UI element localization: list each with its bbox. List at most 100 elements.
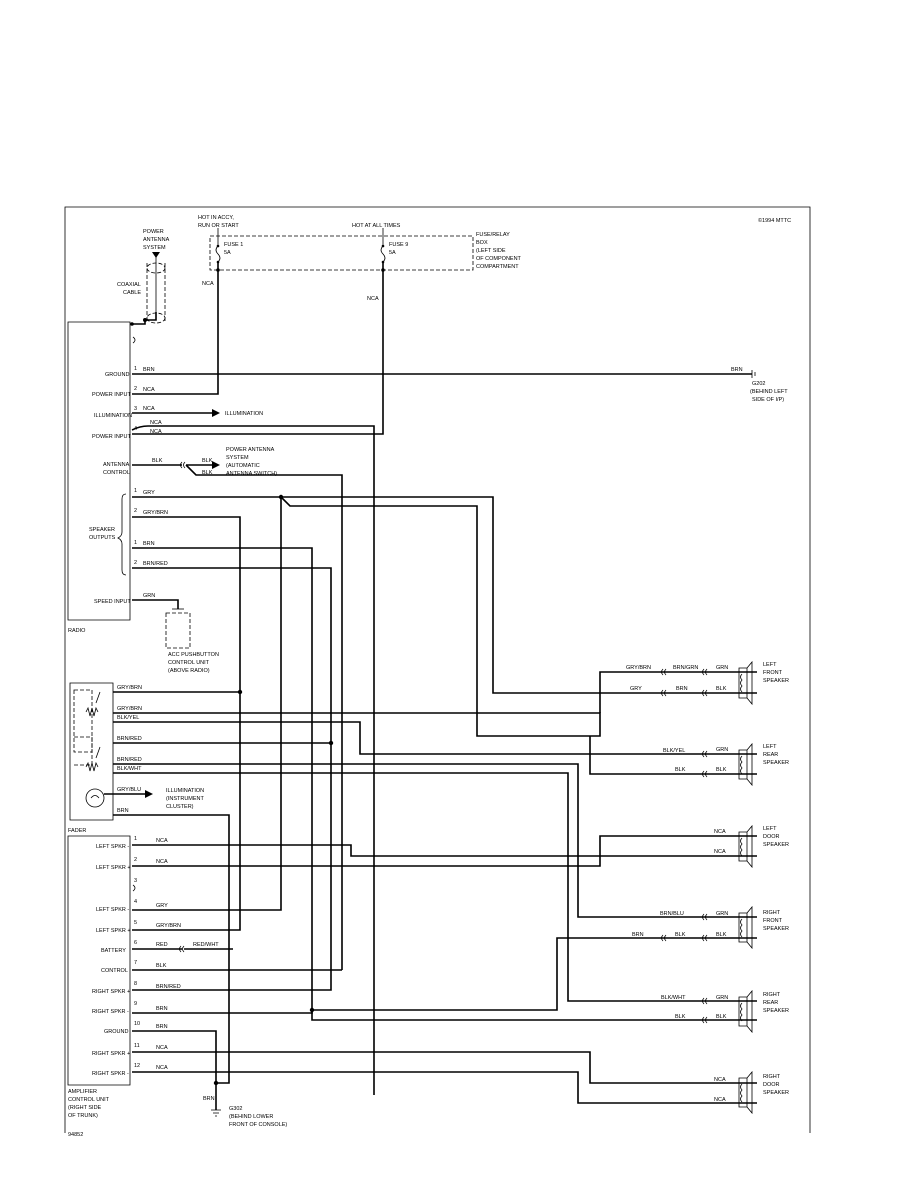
svg-text:NCA: NCA: [714, 849, 726, 855]
svg-text:RED: RED: [156, 942, 168, 948]
wire-radio-speed: [132, 599, 179, 609]
diagram-frame: [64, 206, 811, 1133]
svg-text:SYSTEM: SYSTEM: [226, 455, 249, 461]
svg-text:BLK: BLK: [202, 470, 213, 476]
svg-text:ILLUMINATION: ILLUMINATION: [225, 411, 263, 417]
svg-text:BRN: BRN: [156, 1024, 168, 1030]
svg-text:NCA: NCA: [714, 1097, 726, 1103]
wire-fader-blkwht: [113, 772, 663, 1002]
svg-text:DOOR: DOOR: [763, 1082, 780, 1088]
svg-text:(BEHIND LEFT: (BEHIND LEFT: [750, 389, 788, 395]
svg-text:BRN: BRN: [676, 686, 688, 692]
svg-text:BLK: BLK: [675, 932, 686, 938]
power-antenna-system: POWER ANTENNA SYSTEM COAXIAL CABLE: [117, 229, 170, 324]
svg-text:BOX: BOX: [476, 240, 488, 246]
svg-text:LEFT SPKR -: LEFT SPKR -: [96, 907, 129, 913]
wire-radio-grybrn: [132, 516, 241, 931]
svg-text:GRY/BRN: GRY/BRN: [143, 510, 168, 516]
svg-text:(BEHIND LOWER: (BEHIND LOWER: [229, 1114, 273, 1120]
svg-text:FADER: FADER: [68, 828, 86, 834]
wire-radio-brnred: [132, 567, 332, 991]
svg-text:ACC PUSHBUTTON: ACC PUSHBUTTON: [168, 652, 219, 658]
wire-amp-right-rear-blk: [311, 1010, 663, 1021]
svg-text:BRN: BRN: [203, 1096, 215, 1102]
svg-text:FUSE 1: FUSE 1: [224, 242, 243, 248]
svg-text:NCA: NCA: [156, 1045, 168, 1051]
svg-text:2: 2: [134, 560, 137, 566]
svg-text:G202: G202: [752, 381, 765, 387]
svg-text:CLUSTER): CLUSTER): [166, 804, 194, 810]
ground-g302: BRN G302 (BEHIND LOWER FRONT OF CONSOLE): [203, 1096, 287, 1128]
svg-text:COMPARTMENT: COMPARTMENT: [476, 264, 519, 270]
svg-text:DOOR: DOOR: [763, 834, 780, 840]
svg-text:GRN: GRN: [716, 911, 728, 917]
svg-text:5A: 5A: [224, 250, 231, 256]
svg-text:SPEAKER: SPEAKER: [763, 760, 789, 766]
svg-text:POWER ANTENNA: POWER ANTENNA: [226, 447, 275, 453]
svg-text:11: 11: [134, 1043, 140, 1049]
svg-text:SIDE OF I/P): SIDE OF I/P): [752, 397, 784, 403]
svg-text:BLK: BLK: [716, 686, 727, 692]
svg-text:BRN: BRN: [731, 367, 743, 373]
svg-text:4: 4: [134, 899, 137, 905]
svg-text:BLK/YEL: BLK/YEL: [663, 748, 685, 754]
svg-text:COAXIAL: COAXIAL: [117, 282, 141, 288]
fuse-9: [380, 228, 386, 264]
svg-text:REAR: REAR: [763, 752, 778, 758]
speaker-right-front: RIGHT FRONT SPEAKER: [738, 905, 789, 950]
svg-text:GRY/BLU: GRY/BLU: [117, 787, 141, 793]
svg-text:RIGHT: RIGHT: [763, 992, 781, 998]
svg-text:BLK: BLK: [202, 458, 213, 464]
radio-unit: RADIO GROUND POWER INPUT ILLUMINATION PO…: [67, 321, 137, 634]
svg-text:1: 1: [134, 540, 137, 546]
svg-text:FUSE/RELAY: FUSE/RELAY: [476, 232, 510, 238]
svg-text:FRONT OF CONSOLE): FRONT OF CONSOLE): [229, 1122, 287, 1128]
svg-text:GRY/BRN: GRY/BRN: [626, 665, 651, 671]
svg-text:1: 1: [134, 366, 137, 372]
svg-text:ILLUMINATION: ILLUMINATION: [166, 788, 204, 794]
svg-text:2: 2: [134, 508, 137, 514]
svg-text:BLK: BLK: [716, 932, 727, 938]
svg-text:NCA: NCA: [367, 296, 379, 302]
svg-text:POWER: POWER: [143, 229, 164, 235]
svg-text:BLK/WHT: BLK/WHT: [661, 995, 686, 1001]
fuse-relay-box: HOT IN ACCY, RUN OR START HOT AT ALL TIM…: [198, 215, 522, 271]
svg-text:RIGHT SPKR -: RIGHT SPKR -: [92, 1071, 129, 1077]
svg-text:SPEAKER: SPEAKER: [89, 527, 115, 533]
svg-text:(RIGHT SIDE: (RIGHT SIDE: [68, 1105, 102, 1111]
wire-fader-brnred-2: [113, 763, 663, 918]
wire-amp-left-door-plus: [132, 835, 757, 867]
svg-text:1: 1: [134, 836, 137, 842]
svg-text:8: 8: [134, 981, 137, 987]
svg-text:BLK: BLK: [152, 458, 163, 464]
svg-text:CONTROL: CONTROL: [103, 470, 130, 476]
svg-text:RIGHT: RIGHT: [763, 910, 781, 916]
svg-text:RUN OR START: RUN OR START: [198, 223, 239, 229]
svg-text:2: 2: [134, 857, 137, 863]
svg-text:2: 2: [134, 386, 137, 392]
svg-text:GRY/BRN: GRY/BRN: [117, 706, 142, 712]
svg-text:G302: G302: [229, 1106, 242, 1112]
wire-amp-ground: [132, 1030, 217, 1083]
svg-text:LEFT SPKR +: LEFT SPKR +: [96, 928, 131, 934]
svg-text:NCA: NCA: [143, 387, 155, 393]
svg-text:BRN/RED: BRN/RED: [143, 561, 168, 567]
svg-text:3: 3: [134, 406, 137, 412]
svg-text:HOT AT ALL TIMES: HOT AT ALL TIMES: [352, 223, 401, 229]
svg-text:BRN: BRN: [117, 808, 129, 814]
svg-text:LEFT SPKR -: LEFT SPKR -: [96, 844, 129, 850]
svg-text:BLK: BLK: [675, 1014, 686, 1020]
svg-text:OF COMPONENT: OF COMPONENT: [476, 256, 522, 262]
svg-text:5A: 5A: [389, 250, 396, 256]
svg-text:OF TRUNK): OF TRUNK): [68, 1113, 98, 1119]
figure-id: 94852: [68, 1132, 83, 1138]
svg-text:BLK: BLK: [716, 767, 727, 773]
svg-text:CONTROL UNIT: CONTROL UNIT: [68, 1097, 110, 1103]
svg-text:(LEFT SIDE: (LEFT SIDE: [476, 248, 506, 254]
svg-text:RED/WHT: RED/WHT: [193, 942, 219, 948]
svg-text:BRN/RED: BRN/RED: [117, 736, 142, 742]
svg-text:CONTROL UNIT: CONTROL UNIT: [168, 660, 210, 666]
speaker-right-rear: RIGHT REAR SPEAKER: [738, 989, 789, 1034]
svg-text:SPEED INPUT: SPEED INPUT: [94, 599, 131, 605]
